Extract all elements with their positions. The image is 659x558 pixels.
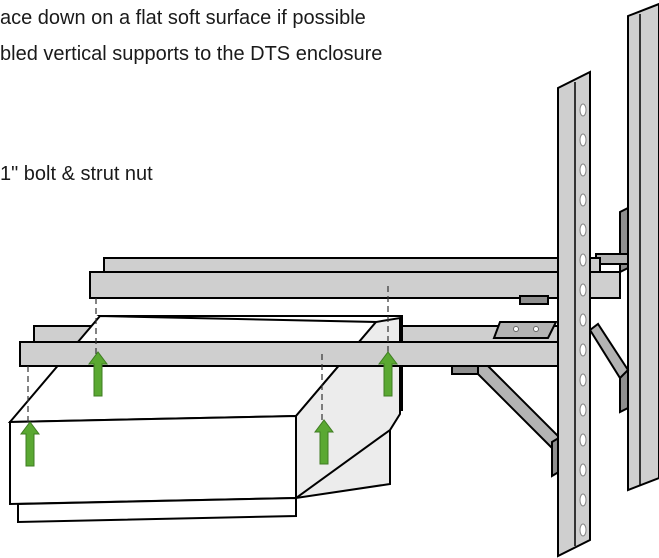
- far-vertical-strut: [627, 2, 659, 492]
- up-arrow-icon: [314, 419, 334, 465]
- alignment-guides: [27, 286, 389, 424]
- instruction-line-2: bled vertical supports to the DTS enclos…: [0, 43, 383, 65]
- up-arrow-icon: [378, 351, 398, 397]
- upper-rear-strut: [89, 257, 621, 299]
- strut-nuts: [451, 295, 558, 375]
- up-arrow-icon: [20, 421, 40, 467]
- near-vertical-strut: [557, 70, 591, 558]
- instruction-line-3: 1" bolt & strut nut: [0, 163, 153, 185]
- up-arrow-icon: [88, 351, 108, 397]
- far-brackets: [595, 206, 629, 414]
- instruction-line-1: ace down on a flat soft surface if possi…: [0, 7, 366, 29]
